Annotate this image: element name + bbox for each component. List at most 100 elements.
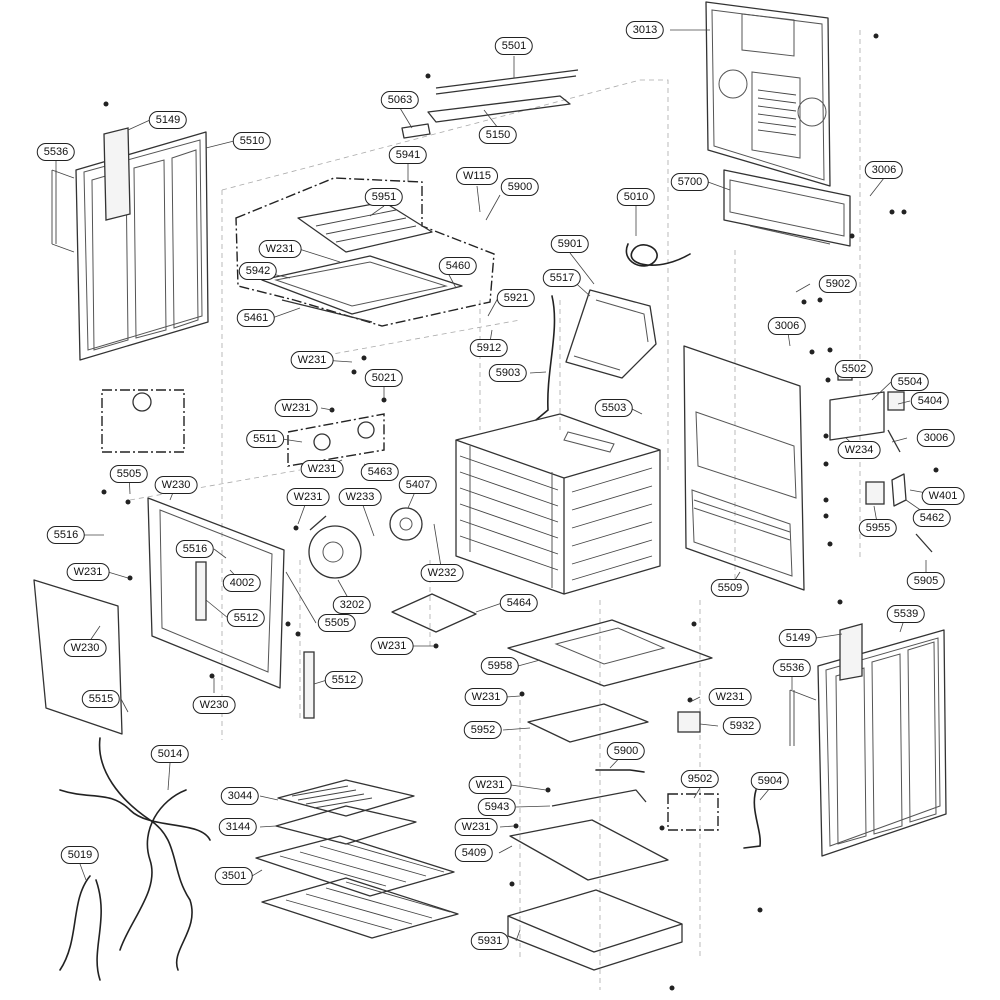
callout-w231-6: W231 (66, 563, 110, 581)
callout-5460: 5460 (438, 257, 478, 275)
leader-lines (55, 29, 944, 942)
callout-5512-2: 5512 (324, 671, 364, 689)
callout-5462: 5462 (912, 509, 952, 527)
callout-3013: 3013 (625, 21, 665, 39)
callout-5912: 5912 (469, 339, 509, 357)
callout-5931: 5931 (470, 932, 510, 950)
callout-5517: 5517 (542, 269, 582, 287)
left-side-panel (51, 127, 209, 361)
callout-w231-5: W231 (286, 488, 330, 506)
callout-5502: 5502 (834, 360, 874, 378)
callout-5463: 5463 (360, 463, 400, 481)
callout-w401: W401 (921, 487, 965, 505)
callout-5942: 5942 (238, 262, 278, 280)
callout-5921: 5921 (496, 289, 536, 307)
callout-5407: 5407 (398, 476, 438, 494)
callout-9502: 9502 (680, 770, 720, 788)
racks-and-pan (255, 779, 459, 939)
callout-w231-7: W231 (370, 637, 414, 655)
probe-5903 (535, 295, 556, 421)
callout-5536: 5536 (36, 143, 76, 161)
callout-5149: 5149 (148, 111, 188, 129)
top-rails (401, 69, 579, 139)
callout-5516: 5516 (46, 526, 86, 544)
callout-5503: 5503 (594, 399, 634, 417)
callout-5461: 5461 (236, 309, 276, 327)
callout-w231: W231 (258, 240, 302, 258)
callout-5952: 5952 (463, 721, 503, 739)
callout-5404: 5404 (910, 392, 950, 410)
callout-5019: 5019 (60, 846, 100, 864)
callout-5941: 5941 (388, 146, 428, 164)
callout-5014: 5014 (150, 745, 190, 763)
callout-3006-2: 3006 (767, 317, 807, 335)
callout-w231-2: W231 (290, 351, 334, 369)
callout-5903: 5903 (488, 364, 528, 382)
duct-5517 (565, 289, 657, 379)
side-frame-5509 (683, 345, 805, 591)
callout-w231-3: W231 (274, 399, 318, 417)
callout-5900-2: 5900 (606, 742, 646, 760)
screws (101, 33, 939, 991)
callout-w234: W234 (837, 441, 881, 459)
callout-5951: 5951 (364, 188, 404, 206)
bracket-5952 (527, 703, 701, 743)
callout-5932: 5932 (722, 717, 762, 735)
callout-5536-2: 5536 (772, 659, 812, 677)
callout-5021: 5021 (364, 369, 404, 387)
callout-5511: 5511 (246, 430, 284, 448)
callout-5515: 5515 (81, 690, 121, 708)
top-element-group (235, 177, 495, 327)
callout-5905: 5905 (906, 572, 946, 590)
callout-5539: 5539 (886, 605, 926, 623)
callout-5700: 5700 (670, 173, 710, 191)
callout-5512: 5512 (226, 609, 266, 627)
callout-3202: 3202 (332, 596, 372, 614)
callout-w115: W115 (456, 167, 498, 185)
convection-fan (308, 507, 423, 579)
callout-3006: 3006 (864, 161, 904, 179)
callout-5501: 5501 (494, 37, 534, 55)
callout-5943: 5943 (477, 798, 517, 816)
callout-5509: 5509 (710, 579, 750, 597)
callout-5149-2: 5149 (778, 629, 818, 647)
callout-5010: 5010 (616, 188, 656, 206)
callout-5901: 5901 (550, 235, 590, 253)
base-pan (507, 819, 683, 971)
wire-harness (59, 737, 211, 981)
callout-3044: 3044 (220, 787, 260, 805)
callout-w231-10: W231 (468, 776, 512, 794)
cover-5464 (391, 593, 477, 633)
callout-5464: 5464 (499, 594, 539, 612)
oven-cavity (455, 413, 661, 595)
callout-w231-8: W231 (464, 688, 508, 706)
callout-5955: 5955 (858, 519, 898, 537)
callout-5904: 5904 (750, 772, 790, 790)
callout-w231-11: W231 (454, 818, 498, 836)
door-frame-left (33, 497, 315, 735)
callout-3006-3: 3006 (916, 429, 956, 447)
callout-5900: 5900 (500, 178, 540, 196)
callout-w231-9: W231 (708, 688, 752, 706)
callout-5510: 5510 (232, 132, 272, 150)
callout-5505: 5505 (109, 465, 149, 483)
callout-5516-2: 5516 (175, 540, 215, 558)
callout-5063: 5063 (380, 91, 420, 109)
callout-w231-4: W231 (300, 460, 344, 478)
lamp-group (101, 389, 385, 467)
bottom-tray-5958 (507, 619, 713, 687)
callout-3501: 3501 (214, 867, 254, 885)
right-side-panel (789, 623, 947, 857)
callout-w232: W232 (420, 564, 464, 582)
callout-5409: 5409 (454, 844, 494, 862)
callout-w230-2: W230 (63, 639, 107, 657)
shield-5700 (723, 169, 851, 247)
callout-5504: 5504 (890, 373, 930, 391)
callout-3144: 3144 (218, 818, 258, 836)
callout-w230: W230 (154, 476, 198, 494)
back-panel-3013 (705, 1, 831, 187)
lower-element-parts (551, 769, 761, 849)
callout-4002: 4002 (222, 574, 262, 592)
